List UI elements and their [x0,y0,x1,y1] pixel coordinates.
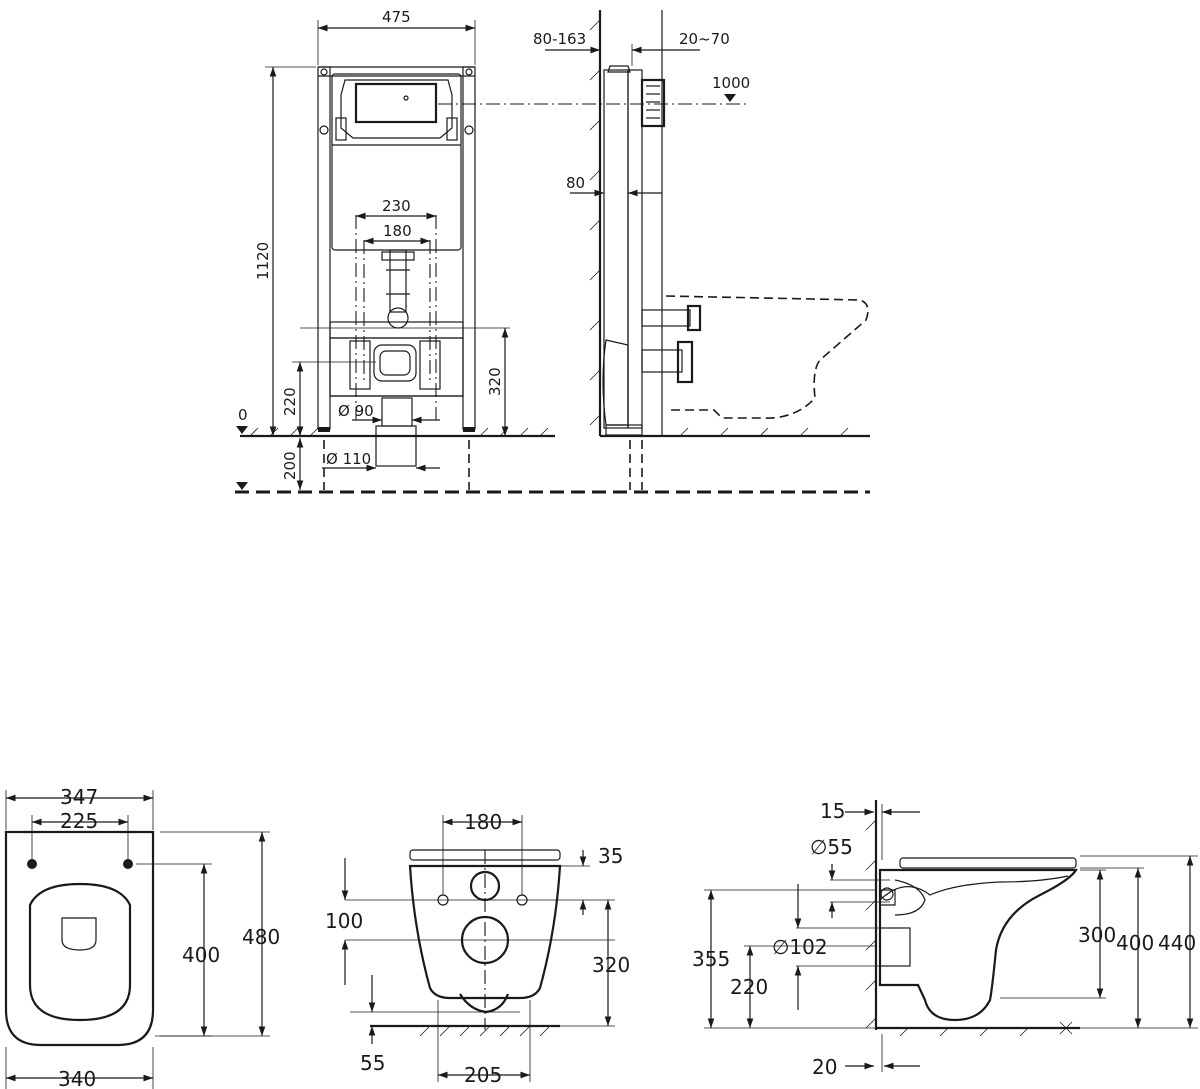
seat-hole-left [27,859,37,869]
dim-side-rim-height: 300 [1078,923,1116,947]
dim-bowl-length: 480 [242,925,280,949]
seat-hole-right [123,859,133,869]
dim-back-hole-dist: 100 [325,909,363,933]
dim-wall-gap: 20~70 [679,30,730,48]
dim-back-hole-spacing: 180 [464,810,502,834]
dim-side-inlet-dia: ∅55 [810,835,853,859]
dim-side-inlet-height: 220 [730,975,768,999]
level-lower-marker [236,482,248,490]
dim-flush-outer: 230 [382,197,411,215]
dim-below-floor: 200 [281,451,299,480]
dim-back-base-width: 205 [464,1063,502,1087]
bowl-top-view: 347 225 340 400 480 [4,785,280,1089]
dim-outlet-height: 320 [486,367,504,396]
bowl-back-view: 180 100 35 320 55 205 [325,810,630,1087]
button-level-marker [724,94,736,102]
dim-pipe-90: Ø 90 [338,402,374,420]
dim-frame-height: 1120 [254,242,272,280]
dim-flush-inner: 180 [383,222,412,240]
dim-hole-to-front: 400 [182,943,220,967]
dim-seat-hole-spacing: 225 [60,809,98,833]
dim-side-height: 400 [1116,931,1154,955]
dim-side-total-height: 440 [1158,931,1196,955]
floor-hatch [249,427,549,437]
dim-side-bottom-offset: 20 [812,1055,837,1079]
dim-pipe-110: Ø 110 [326,450,371,468]
dim-bowl-width-bottom: 340 [58,1067,96,1089]
dim-side-outlet-dia: ∅102 [772,935,828,959]
level-zero-marker [236,426,248,434]
dim-back-outlet-height: 320 [592,953,630,977]
dim-back-bottom-offset: 55 [360,1051,385,1075]
dim-frame-depth: 80 [566,174,585,192]
dim-inlet-height: 220 [281,387,299,416]
dim-frame-width: 475 [382,8,411,26]
dim-bowl-width-top: 347 [60,785,98,809]
frame-side-view: 80-163 20~70 1000 80 [438,10,870,490]
dim-back-top-offset: 35 [598,844,623,868]
bowl-side-view: 15 ∅55 ∅102 355 220 300 400 440 [692,799,1198,1079]
dim-button-height: 1000 [712,74,750,92]
frame-front-view: 475 1120 230 180 320 220 200 0 Ø 90 [235,8,870,494]
level-zero-label: 0 [238,406,248,424]
dim-side-outlet-height: 355 [692,947,730,971]
wall-hatch [589,19,601,426]
dim-install-depth: 80-163 [533,30,586,48]
dim-side-wall-offset: 15 [820,799,845,823]
